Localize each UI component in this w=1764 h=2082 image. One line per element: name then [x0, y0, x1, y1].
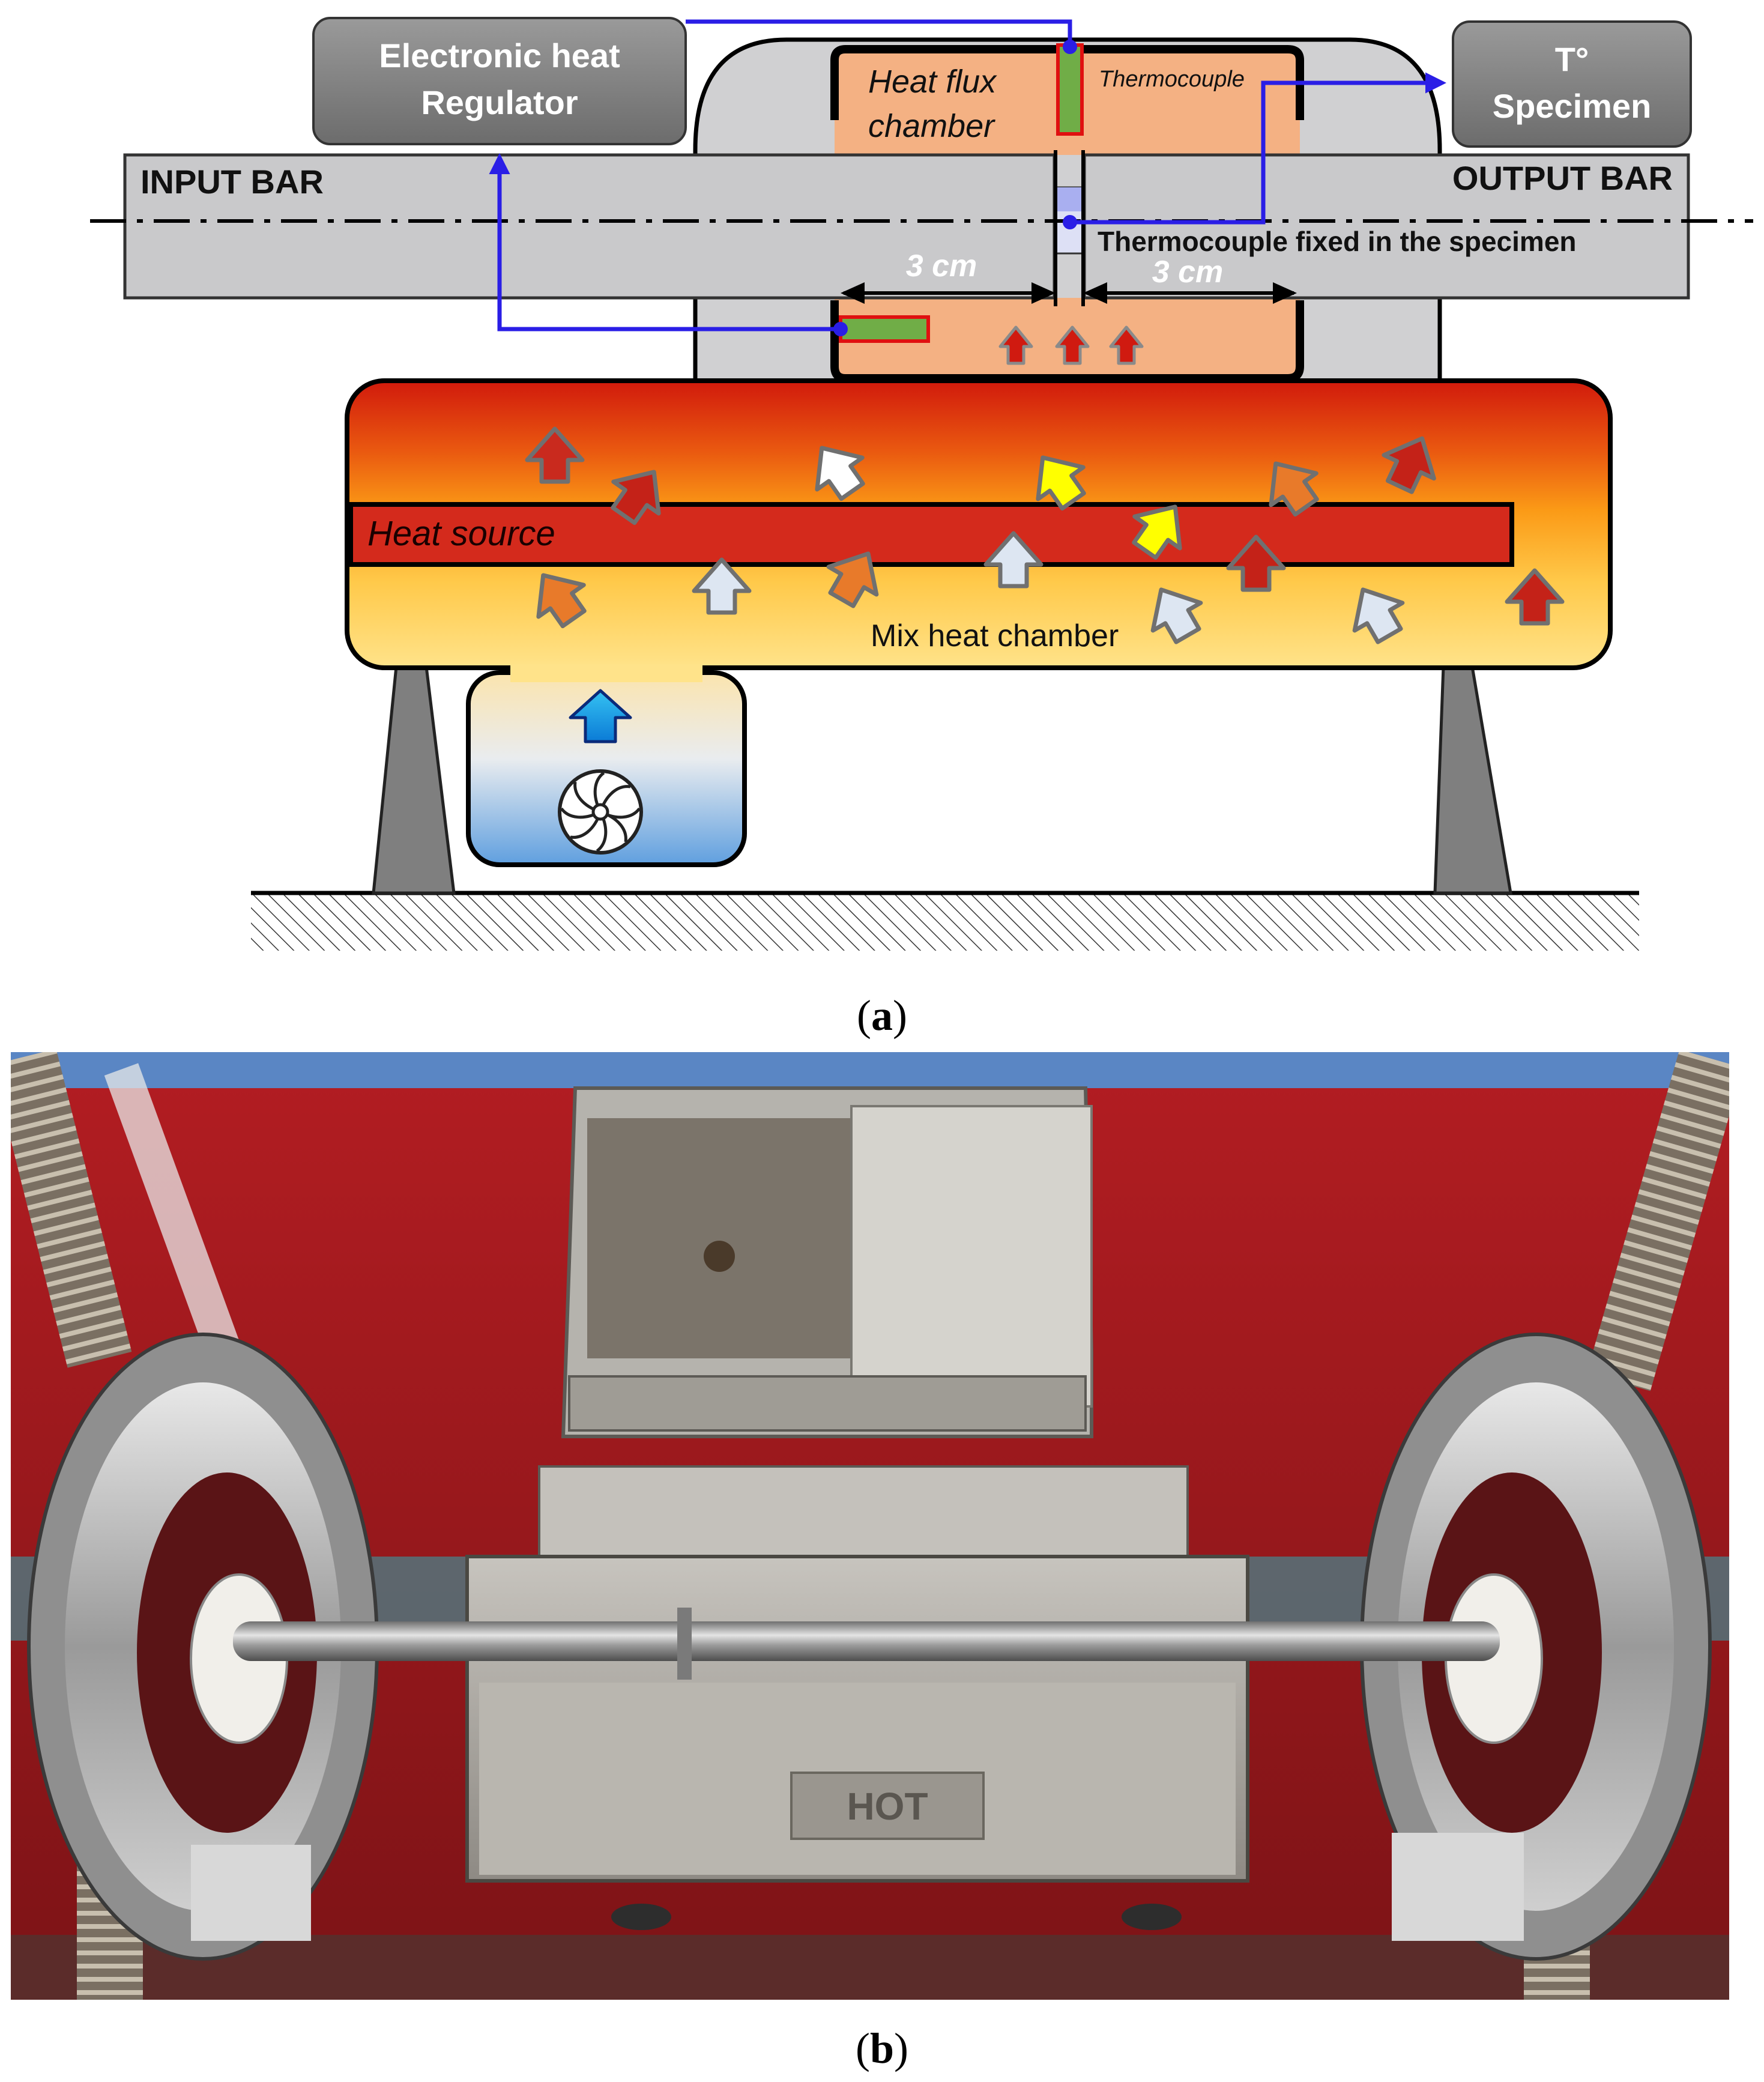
- wire-regulator-top: [686, 19, 1072, 48]
- wire-node-specimen: [1063, 215, 1077, 229]
- regulator-label-line1: Electronic heat: [379, 37, 620, 74]
- furnace-foot-1: [611, 1904, 671, 1930]
- caption-a: (a): [857, 991, 907, 1039]
- schematic-svg: 3 cm 3 cm Electronic heat Regulator T° S…: [90, 17, 1753, 951]
- fan-duct: [510, 664, 702, 682]
- photo-base: [11, 1935, 1729, 2000]
- support-leg-left: [372, 665, 456, 895]
- diagram-panel-a: 3 cm 3 cm Electronic heat Regulator T° S…: [0, 0, 1764, 985]
- caption-b: (b): [855, 2024, 908, 2072]
- photo-svg: HOT: [11, 1052, 1729, 2000]
- wire-node-lower: [833, 322, 848, 336]
- wire-specimen-to-t: [1070, 72, 1446, 225]
- wire-regulator-feedback: [489, 153, 841, 331]
- output-bar: [1083, 153, 1690, 300]
- threaded-rod-right-top: [1586, 1052, 1729, 1391]
- heat-flux-label-line1: Heat flux: [868, 64, 997, 100]
- heat-source-label: Heat source: [367, 514, 555, 553]
- lid-hinge-plate: [568, 1375, 1087, 1432]
- input-bar-label: INPUT BAR: [140, 163, 324, 201]
- thermocouple-specimen-label: Thermocouple fixed in the specimen: [1098, 226, 1577, 257]
- support-leg-right: [1433, 665, 1512, 895]
- nameplate: [790, 1772, 985, 1840]
- specimen-temp-label-line2: Specimen: [1493, 87, 1652, 125]
- furnace-top-plate: [538, 1465, 1189, 1558]
- fan-icon: [558, 769, 643, 855]
- specimen-temperature-box: [1452, 20, 1692, 148]
- steel-bar: [233, 1621, 1500, 1661]
- wire-node-top: [1063, 40, 1077, 54]
- output-bar-label: OUTPUT BAR: [1452, 159, 1673, 197]
- mix-chamber-label: Mix heat chamber: [871, 619, 1119, 653]
- thermocouple-label: Thermocouple: [1099, 67, 1245, 92]
- specimen-top: [1054, 187, 1084, 211]
- furnace-foot-2: [1122, 1904, 1182, 1930]
- distance-left-label: 3 cm: [906, 249, 977, 283]
- ground-hatch: [251, 893, 1639, 951]
- specimen-temp-label-line1: T°: [1555, 40, 1589, 78]
- thermocouple-upper: [1056, 43, 1084, 136]
- nameplate-text: HOT: [847, 1785, 928, 1828]
- photo-panel-b: HOT: [11, 1052, 1729, 2000]
- heat-flux-label-line2: chamber: [868, 108, 995, 144]
- distance-right: [1081, 150, 1297, 306]
- airflow-arrow: [569, 689, 632, 743]
- specimen-clip: [677, 1608, 692, 1680]
- photo-white-rail: [104, 1063, 266, 1426]
- thermocouple-lower: [839, 315, 930, 343]
- furnace-lid-interior: [587, 1118, 851, 1358]
- heat-regulator-box: [312, 17, 687, 145]
- heat-source: [348, 502, 1514, 567]
- furnace-lid-side: [850, 1105, 1093, 1408]
- photo-background-top: [11, 1052, 1729, 1088]
- distance-right-label: 3 cm: [1152, 255, 1224, 289]
- threaded-rod-left-top: [11, 1052, 132, 1368]
- regulator-label-line2: Regulator: [421, 83, 578, 121]
- clamp-foot-left: [191, 1845, 311, 1941]
- clamp-foot-right: [1392, 1833, 1524, 1941]
- distance-left: [841, 150, 1057, 306]
- lid-bolt: [704, 1241, 735, 1272]
